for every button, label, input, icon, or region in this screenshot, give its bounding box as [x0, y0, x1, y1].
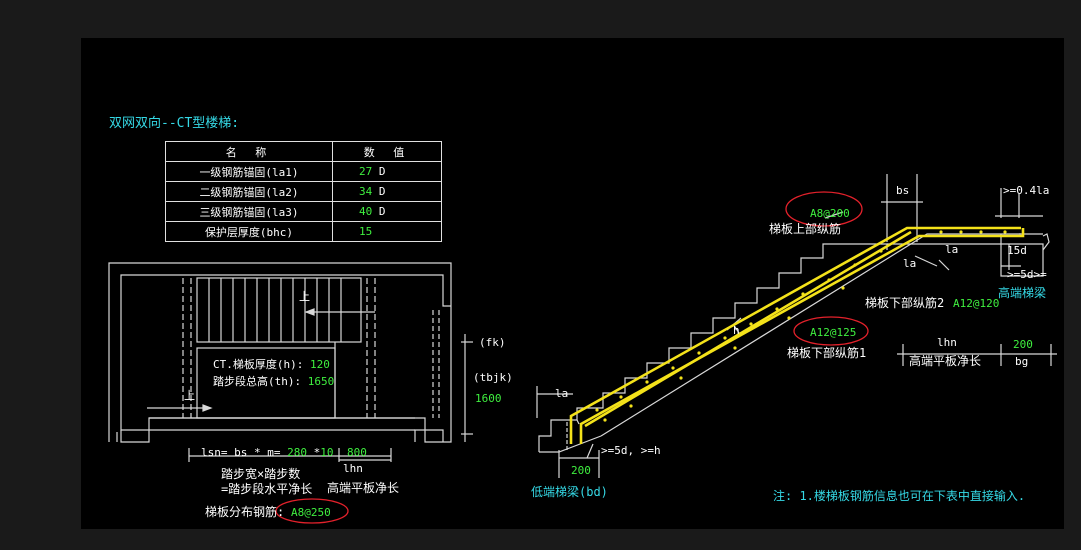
- row-unit: D: [378, 205, 386, 218]
- plan-outer-wall: [108, 262, 452, 443]
- section-la-lower: la: [903, 257, 917, 270]
- section-bs: bs: [896, 184, 910, 197]
- section-bottom2-value[interactable]: A12@120: [953, 297, 1000, 310]
- slab-soffit: [600, 233, 1021, 437]
- bottom-rebar: [569, 226, 1021, 444]
- section-high-beam: 高端梯梁: [998, 286, 1047, 300]
- plan-up-label-top: 上: [299, 290, 310, 303]
- table-row: 三级钢筋锚固(la3) 40 D: [165, 201, 442, 222]
- section-top-rebar-label: 梯板上部纵筋: [769, 222, 842, 236]
- parameter-table: 名 称 数 值 一级钢筋锚固(la1) 27 D 二级钢筋锚固(la2) 34 …: [165, 141, 442, 242]
- section-h: h: [733, 324, 740, 337]
- plan-height-value[interactable]: 1650: [307, 375, 335, 388]
- row-value-cell[interactable]: 40 D: [332, 201, 442, 222]
- section-lhn: lhn: [937, 336, 957, 349]
- table-row: 保护层厚度(bhc) 15: [165, 221, 442, 242]
- plan-up-label-bottom: 上: [184, 389, 195, 402]
- plan-thickness-value[interactable]: 120: [309, 358, 330, 371]
- section-la-left: la: [555, 387, 569, 400]
- top-rebar: [579, 228, 1025, 444]
- section-15d: 15d: [1007, 244, 1027, 257]
- section-la-upper: la: [945, 243, 959, 256]
- section-low-beam-value[interactable]: 200: [571, 464, 591, 477]
- plan-m-value[interactable]: 10: [320, 446, 334, 459]
- section-low-beam: 低端梯梁(bd): [531, 485, 608, 499]
- plan-caption-length: =踏步段水平净长: [221, 482, 313, 496]
- plan-height: 踏步段总高(th): 1650: [213, 375, 335, 388]
- section-bg-value[interactable]: 200: [1013, 338, 1033, 351]
- plan-right-jamb: [414, 429, 444, 442]
- plan-left-jamb: [120, 430, 150, 443]
- plan-dist-value[interactable]: A8@250: [291, 506, 331, 519]
- section-bottom1-label: 梯板下部纵筋1: [787, 346, 867, 360]
- highlight-bottom1-rebar: [793, 316, 869, 346]
- section-bottom1-value[interactable]: A12@125: [810, 326, 857, 339]
- column-header-value: 数 值: [332, 141, 442, 162]
- plan-dist-label: 梯板分布钢筋:: [205, 505, 285, 519]
- section-ge5d-right: >=5d>=: [1007, 268, 1047, 281]
- plan-fk-label: (fk): [479, 336, 506, 349]
- row-unit: D: [378, 165, 386, 178]
- row-value[interactable]: 27: [359, 165, 373, 178]
- plan-lhn-label: lhn: [343, 462, 363, 475]
- cad-canvas: 双网双向--CT型楼梯: 名 称 数 值 一级钢筋锚固(la1) 27 D 二级…: [81, 38, 1064, 529]
- plan-tbjk-label: (tbjk): [473, 371, 513, 384]
- highlight-top-rebar: [785, 191, 863, 227]
- section-high-plate: 高端平板净长: [909, 354, 982, 368]
- section-bg: bg: [1015, 355, 1029, 368]
- diagram-title: 双网双向--CT型楼梯:: [109, 116, 240, 131]
- row-name: 保护层厚度(bhc): [165, 221, 333, 242]
- row-value[interactable]: 40: [359, 205, 373, 218]
- plan-thickness: CT.梯板厚度(h): 120: [213, 358, 330, 371]
- row-unit: D: [378, 185, 386, 198]
- plan-caption-high: 高端平板净长: [327, 481, 400, 495]
- row-value-cell[interactable]: 15: [332, 221, 442, 242]
- section-top-rebar-value[interactable]: A8@200: [810, 207, 850, 220]
- row-value[interactable]: 34: [359, 185, 373, 198]
- section-top-right-dim: >=0.4la: [1003, 184, 1050, 197]
- row-value[interactable]: 15: [359, 225, 373, 238]
- section-bottom2-label: 梯板下部纵筋2: [865, 296, 945, 310]
- plan-bs-value[interactable]: 280: [287, 446, 307, 459]
- row-name: 三级钢筋锚固(la3): [165, 201, 333, 222]
- plan-lsn: lsn= bs * m= 280 *10: [201, 446, 334, 459]
- section-note: 注: 1.楼梯板钢筋信息也可在下表中直接输入.: [773, 489, 1026, 503]
- table-header-row: 名 称 数 值: [165, 141, 442, 162]
- drawing-lines: [108, 174, 1057, 524]
- plan-tbjk-value[interactable]: 1600: [475, 392, 502, 405]
- highlight-dist-rebar: [275, 498, 349, 524]
- section-ge5d-left: >=5d, >=h: [601, 444, 661, 457]
- plan-lhn-value[interactable]: 800: [347, 446, 367, 459]
- plan-caption-steps: 踏步宽×踏步数: [221, 467, 301, 481]
